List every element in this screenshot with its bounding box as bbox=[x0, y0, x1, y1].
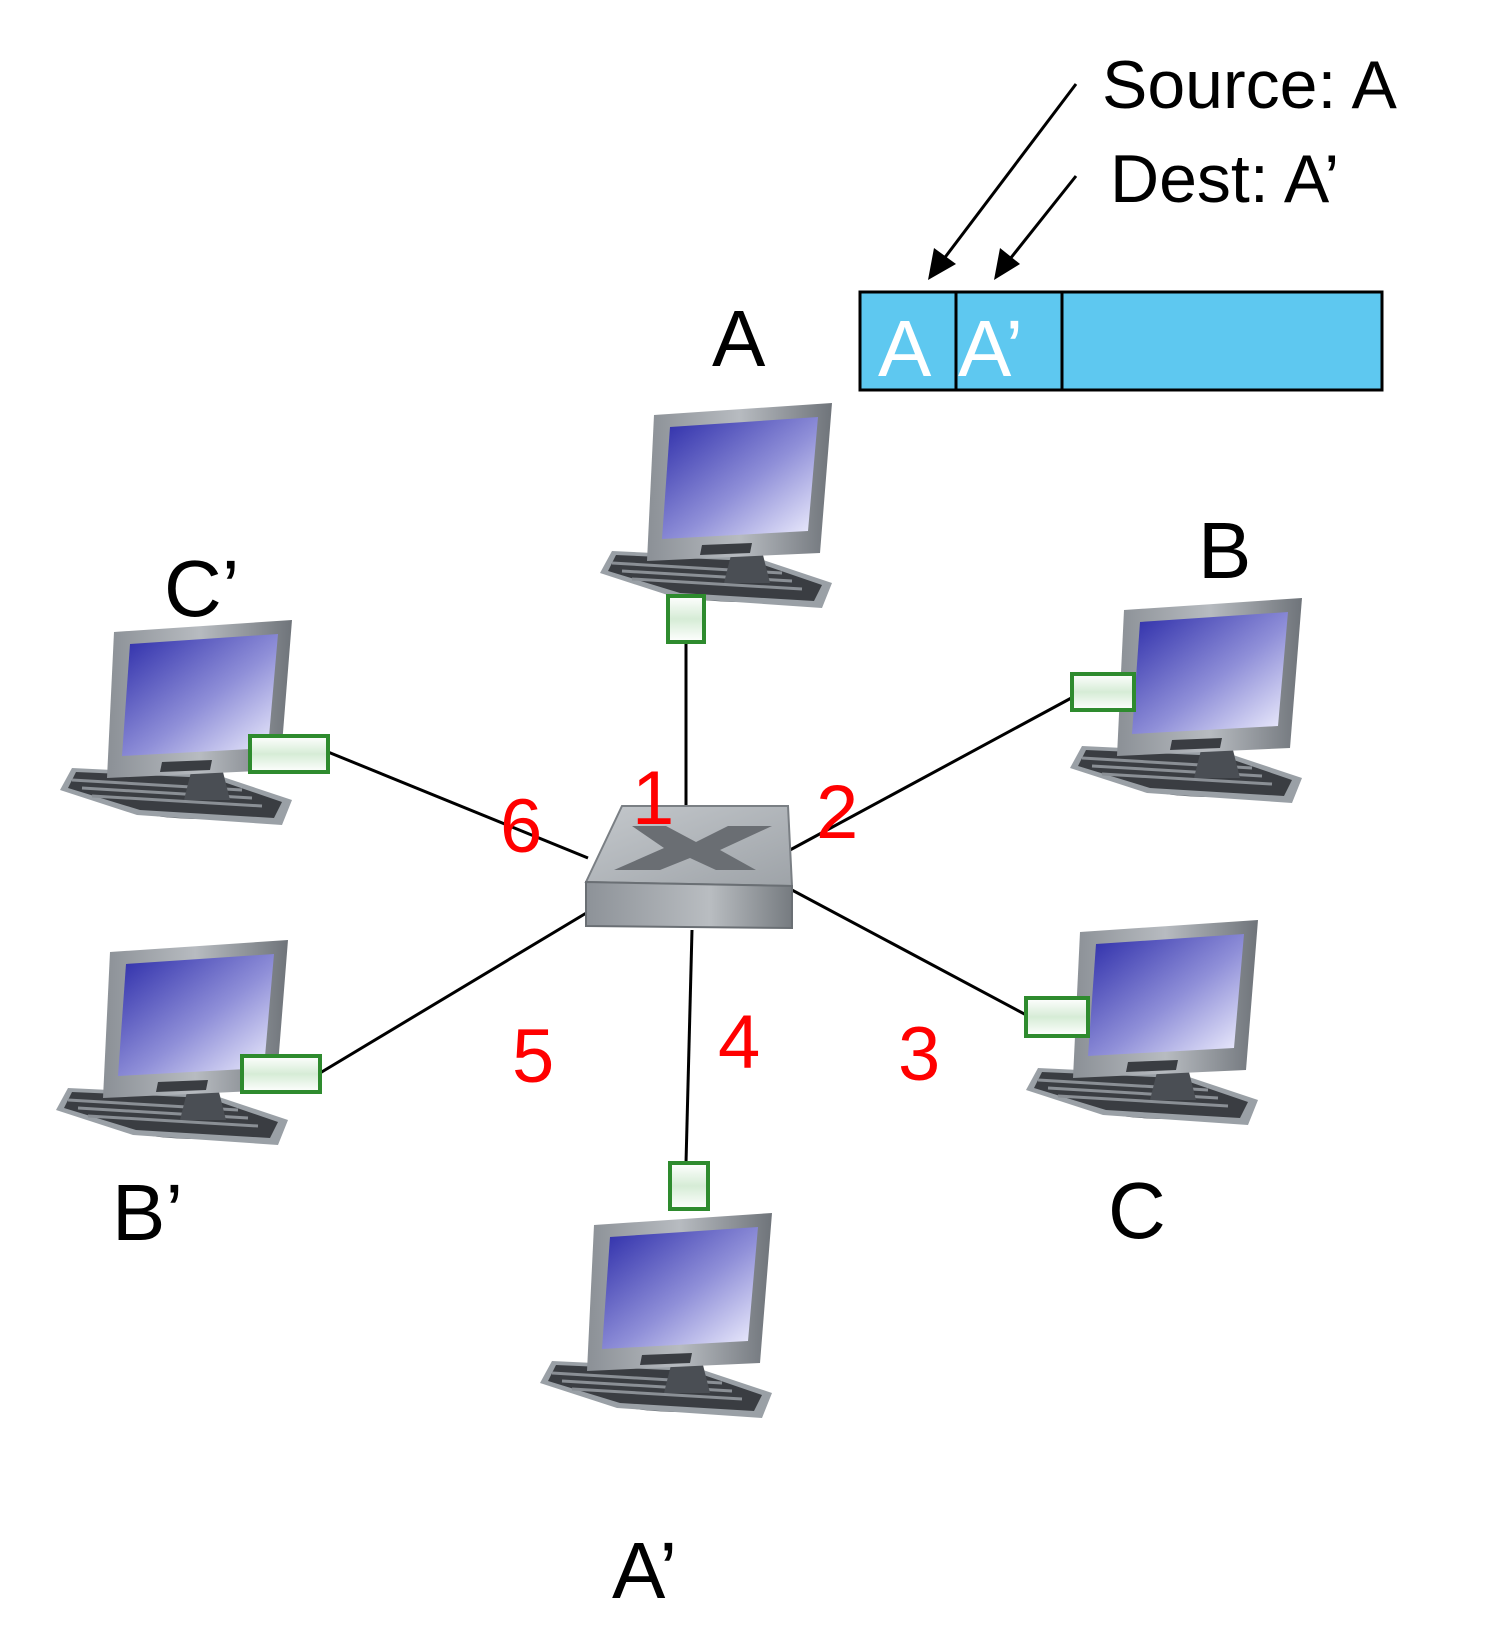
host-label-b-prime: B’ bbox=[112, 1168, 183, 1257]
adapter bbox=[1070, 672, 1136, 712]
port-label-6: 6 bbox=[500, 784, 542, 869]
port-label-5: 5 bbox=[512, 1014, 554, 1099]
source-arrow bbox=[938, 83, 1078, 265]
adapter bbox=[668, 1161, 710, 1211]
adapter bbox=[1024, 996, 1090, 1038]
adapter bbox=[248, 734, 330, 774]
port-label-4: 4 bbox=[718, 1000, 760, 1085]
frame-source-field: A bbox=[878, 304, 932, 393]
host-label-a-prime: A’ bbox=[612, 1526, 677, 1615]
port-labels: 1 2 3 4 5 6 bbox=[500, 756, 940, 1099]
host-label-a: A bbox=[712, 294, 766, 383]
host-label-c: C bbox=[1108, 1166, 1166, 1255]
host-label-b: B bbox=[1198, 506, 1251, 595]
switch-icon bbox=[584, 805, 794, 930]
host-a[interactable]: A bbox=[598, 294, 834, 644]
port-label-3: 3 bbox=[898, 1012, 940, 1097]
host-label-c-prime: C’ bbox=[164, 544, 240, 633]
adapter bbox=[240, 1054, 322, 1094]
frame-dest-field: A’ bbox=[958, 304, 1023, 393]
host-c[interactable]: C bbox=[1024, 918, 1260, 1255]
host-c-prime[interactable]: C’ bbox=[58, 544, 330, 827]
source-arrowhead bbox=[928, 248, 956, 280]
link-port-4 bbox=[684, 929, 694, 1164]
dest-annotation: Dest: A’ bbox=[1110, 141, 1339, 217]
links bbox=[319, 640, 1076, 1164]
host-b-prime[interactable]: B’ bbox=[54, 938, 322, 1257]
link-port-3 bbox=[791, 888, 1031, 1019]
host-a-prime[interactable]: A’ bbox=[538, 1161, 774, 1615]
dest-arrowhead bbox=[994, 248, 1020, 280]
port-label-2: 2 bbox=[816, 770, 858, 855]
host-b[interactable]: B bbox=[1068, 506, 1304, 805]
port-label-1: 1 bbox=[632, 756, 674, 841]
link-port-2 bbox=[789, 694, 1076, 852]
ethernet-frame: A A’ bbox=[858, 290, 1384, 393]
source-annotation: Source: A bbox=[1102, 47, 1397, 123]
link-port-6 bbox=[327, 750, 589, 860]
frame-annotations: Source: A Dest: A’ bbox=[928, 47, 1397, 280]
adapter bbox=[666, 594, 706, 644]
link-port-5 bbox=[319, 910, 589, 1075]
dest-arrow bbox=[1004, 175, 1078, 265]
